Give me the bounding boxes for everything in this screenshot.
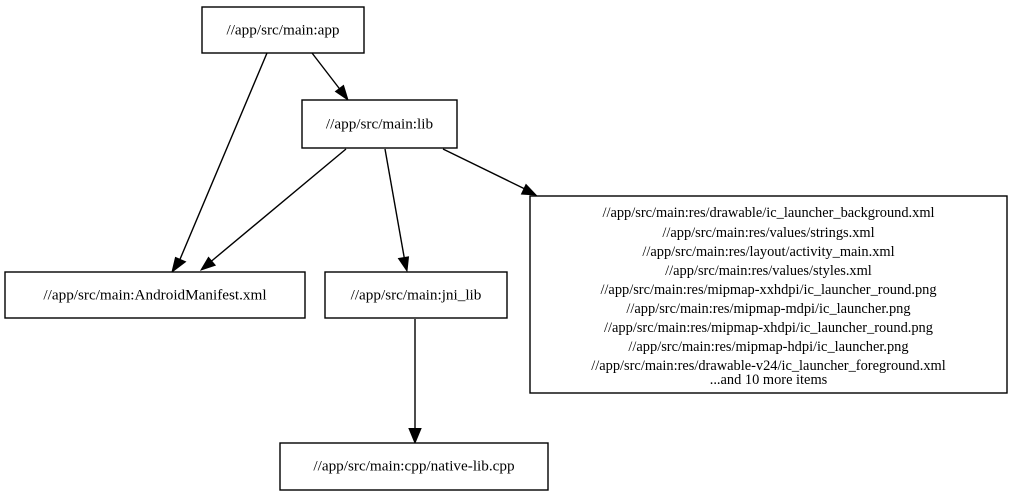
- edge-jni-lib-to-native-lib[interactable]: [408, 319, 422, 445]
- arrowhead-icon: [171, 256, 187, 274]
- node-app[interactable]: //app/src/main:app: [201, 6, 365, 54]
- node-layer: //app/src/main:app //app/src/main:lib //…: [4, 6, 1008, 491]
- resource-overflow-note: ...and 10 more items: [710, 372, 828, 388]
- arrowhead-icon: [397, 256, 410, 273]
- node-box: [201, 6, 365, 54]
- resource-line: //app/src/main:res/values/strings.xml: [662, 225, 874, 241]
- node-resources-cluster[interactable]: //app/src/main:res/drawable/ic_launcher_…: [529, 195, 1008, 394]
- edge-app-to-manifest[interactable]: [171, 52, 268, 274]
- node-box: [4, 271, 306, 319]
- arrowhead-icon: [520, 183, 538, 196]
- arrowhead-icon: [334, 84, 349, 102]
- edge-lib-to-manifest[interactable]: [199, 148, 347, 271]
- edge-line: [177, 52, 268, 265]
- node-label: //app/src/main:jni_lib: [351, 286, 482, 303]
- edge-lib-to-jni-lib[interactable]: [384, 148, 410, 273]
- resource-line: //app/src/main:res/drawable-v24/ic_launc…: [591, 358, 945, 374]
- resource-line: //app/src/main:res/mipmap-mdpi/ic_launch…: [626, 301, 910, 317]
- edge-lib-to-resources[interactable]: [442, 148, 538, 196]
- node-label: //app/src/main:lib: [326, 115, 434, 132]
- node-android-manifest[interactable]: //app/src/main:AndroidManifest.xml: [4, 271, 306, 319]
- resource-line: //app/src/main:res/drawable/ic_launcher_…: [602, 205, 934, 221]
- edge-app-to-lib[interactable]: [311, 52, 349, 102]
- arrowhead-icon: [199, 256, 217, 271]
- resource-line: //app/src/main:res/mipmap-hdpi/ic_launch…: [628, 339, 908, 355]
- node-box: [279, 442, 549, 491]
- edge-line: [384, 148, 406, 263]
- resource-line: //app/src/main:res/layout/activity_main.…: [642, 244, 894, 260]
- resource-line: //app/src/main:res/values/styles.xml: [665, 263, 872, 279]
- node-lib[interactable]: //app/src/main:lib: [301, 99, 458, 149]
- edge-line: [207, 148, 347, 265]
- resource-line: //app/src/main:res/mipmap-xhdpi/ic_launc…: [604, 320, 933, 336]
- node-box: [324, 271, 508, 319]
- resource-line: //app/src/main:res/mipmap-xxhdpi/ic_laun…: [600, 282, 936, 298]
- node-jni-lib[interactable]: //app/src/main:jni_lib: [324, 271, 508, 319]
- edge-line: [442, 148, 528, 191]
- node-box: [529, 195, 1008, 394]
- edge-line: [311, 52, 343, 93]
- edge-layer: [171, 52, 538, 445]
- node-label: //app/src/main:cpp/native-lib.cpp: [313, 457, 514, 474]
- node-label: //app/src/main:app: [226, 21, 339, 38]
- arrowhead-icon: [408, 428, 422, 445]
- node-box: [301, 99, 458, 149]
- node-native-lib-cpp[interactable]: //app/src/main:cpp/native-lib.cpp: [279, 442, 549, 491]
- node-label: //app/src/main:AndroidManifest.xml: [43, 286, 266, 303]
